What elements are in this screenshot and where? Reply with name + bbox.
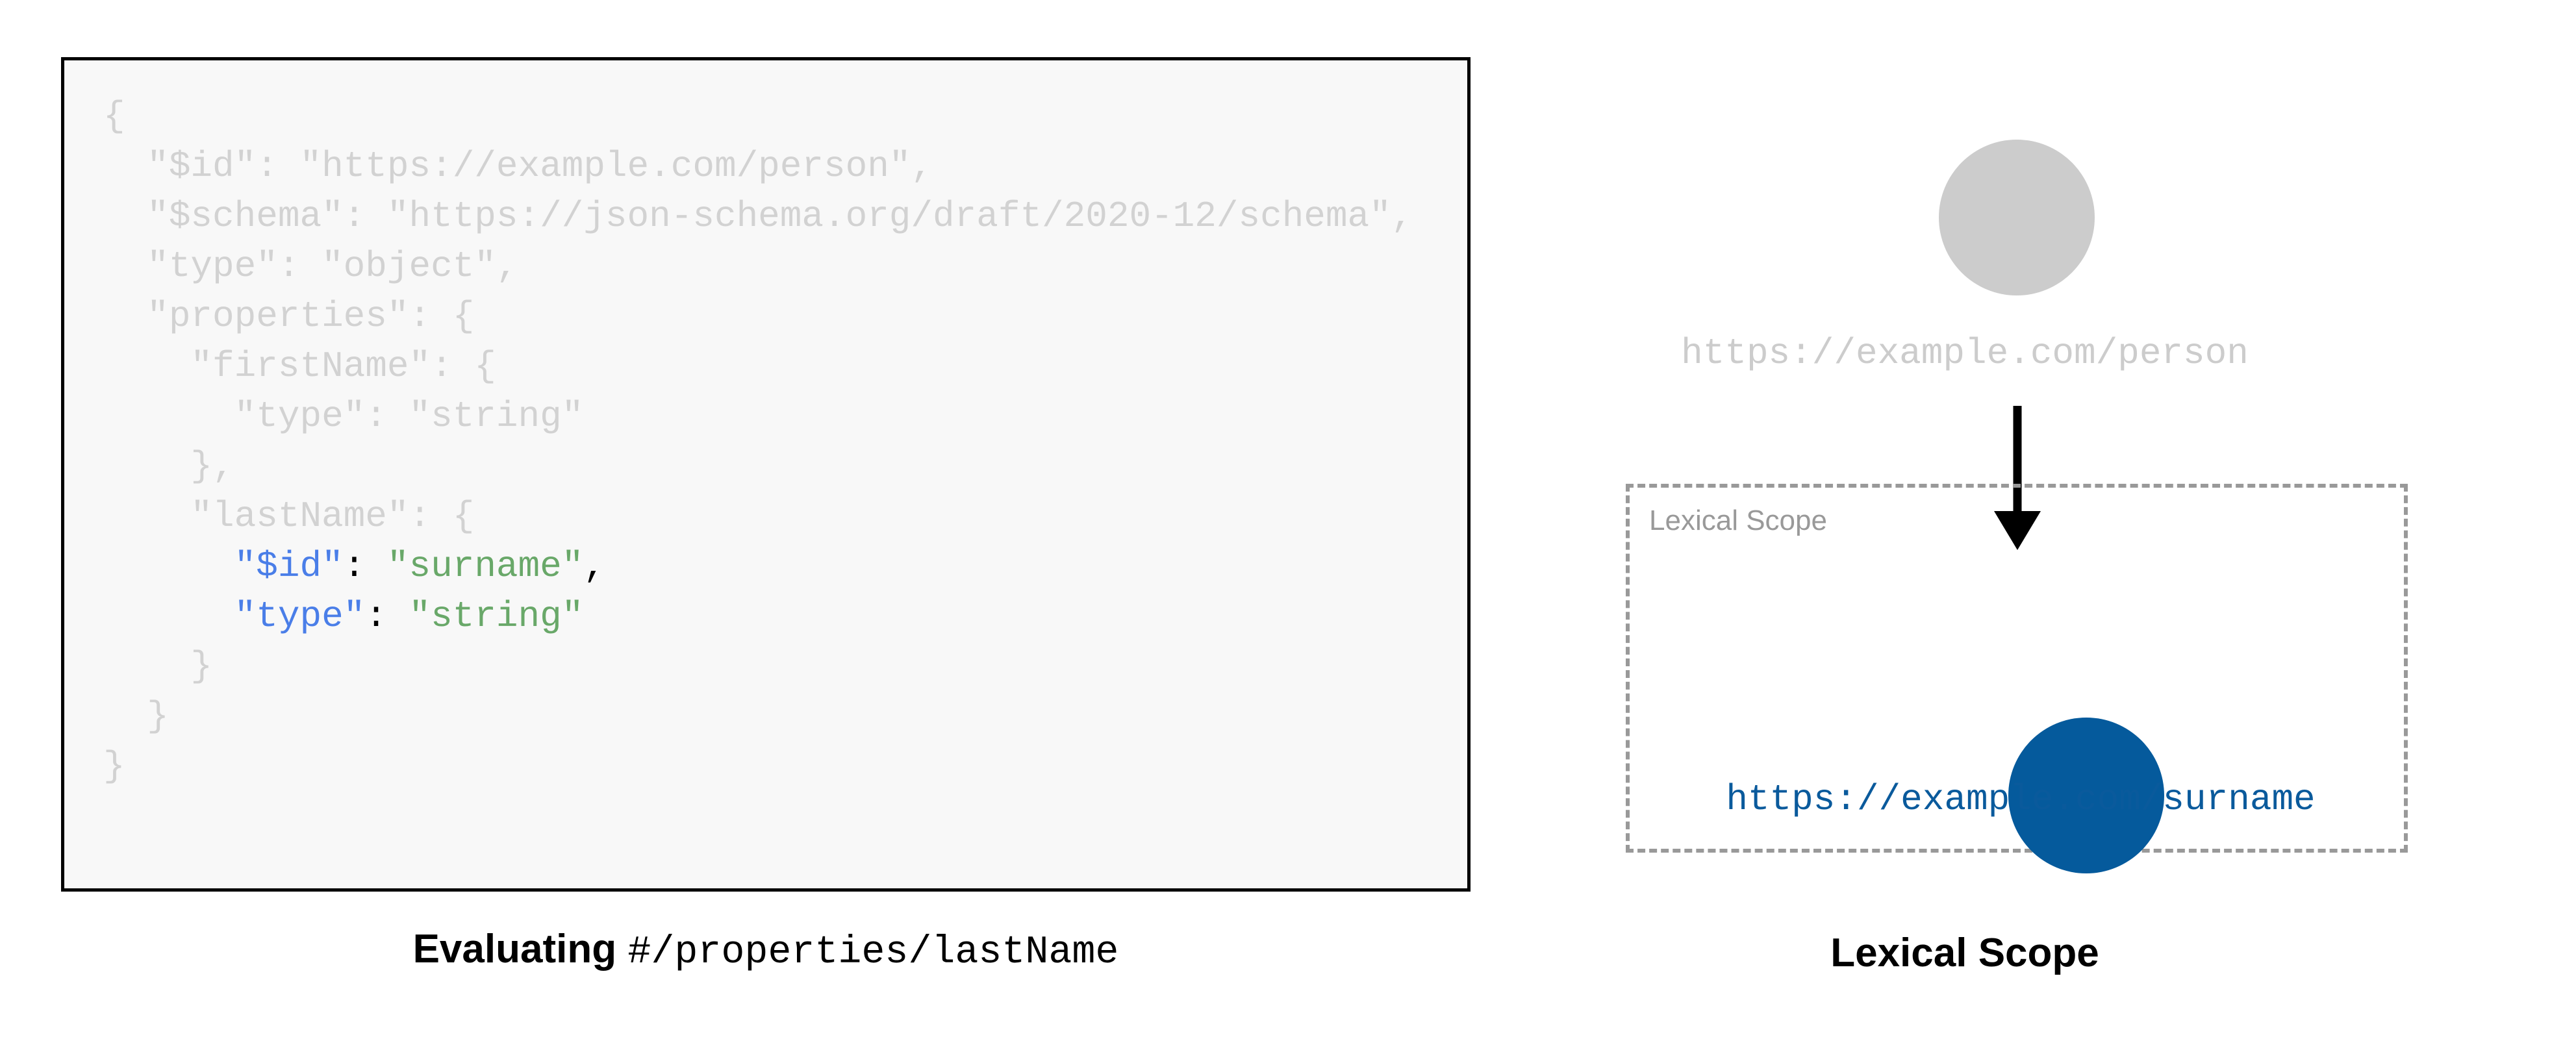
code-token-key: "$id" [234, 545, 344, 587]
code-indent [103, 695, 147, 737]
code-line: "type": "string" [103, 392, 1413, 442]
code-line: "firstName": { [103, 342, 1413, 392]
code-token-key: "type" [234, 595, 366, 637]
code-line: "$id": "surname", [103, 542, 1413, 592]
root-node-circle-icon [1939, 140, 2095, 295]
code-indent [103, 245, 147, 287]
code-indent [103, 645, 190, 687]
code-line: } [103, 642, 1413, 692]
code-token-dim: "$id": "https://example.com/person", [147, 145, 933, 187]
code-indent [103, 145, 147, 187]
code-line: "properties": { [103, 292, 1413, 342]
root-node-label: https://example.com/person [1681, 332, 2249, 374]
code-indent [103, 495, 190, 537]
right-caption: Lexical Scope [1830, 931, 2099, 975]
code-token-dim: "$schema": "https://json-schema.org/draf… [147, 195, 1413, 237]
json-schema-code-listing: { "$id": "https://example.com/person", "… [103, 92, 1413, 792]
left-caption: Evaluating #/properties/lastName [61, 926, 1471, 975]
code-token-dim: } [147, 695, 169, 737]
code-indent [103, 195, 147, 237]
left-caption-prefix: Evaluating [412, 927, 617, 971]
code-indent [103, 445, 190, 487]
code-indent [103, 295, 147, 337]
downward-arrow-icon [1994, 406, 2041, 550]
code-token-punct: , [583, 545, 605, 587]
code-line: "$schema": "https://json-schema.org/draf… [103, 192, 1413, 242]
code-token-dim: "type": "object", [147, 245, 518, 287]
code-line: "type": "string" [103, 592, 1413, 642]
lexical-scope-diagram: https://example.com/person Lexical Scope… [1559, 0, 2520, 1039]
code-indent [103, 545, 234, 587]
left-caption-pointer: #/properties/lastName [627, 931, 1119, 975]
code-line: } [103, 742, 1413, 792]
code-line: { [103, 92, 1413, 142]
code-token-val: "string" [409, 595, 584, 637]
code-token-dim: }, [190, 445, 234, 487]
code-indent [103, 395, 234, 437]
lexical-scope-box-label: Lexical Scope [1649, 505, 1827, 536]
code-line: "lastName": { [103, 492, 1413, 542]
scoped-node-circle-icon [2008, 718, 2164, 873]
code-indent [103, 595, 234, 637]
scoped-node-label: https://example.com/surname [1726, 779, 2316, 820]
code-token-dim: "lastName": { [190, 495, 475, 537]
code-token-dim: "type": "string" [234, 395, 584, 437]
code-token-dim: "firstName": { [190, 345, 496, 387]
code-line: "$id": "https://example.com/person", [103, 142, 1413, 192]
code-token-dim: } [103, 745, 125, 787]
lexical-scope-box: Lexical Scope https://example.com/surnam… [1626, 484, 2408, 873]
code-line: "type": "object", [103, 242, 1413, 292]
code-token-dim: { [103, 95, 125, 137]
code-token-val: "surname" [386, 545, 584, 587]
code-indent [103, 345, 190, 387]
code-token-dim: } [190, 645, 213, 687]
json-schema-code-panel: { "$id": "https://example.com/person", "… [61, 57, 1471, 892]
code-line: }, [103, 442, 1413, 492]
code-token-punct: : [365, 595, 409, 637]
code-token-punct: : [343, 545, 387, 587]
code-line: } [103, 692, 1413, 742]
code-token-dim: "properties": { [147, 295, 475, 337]
